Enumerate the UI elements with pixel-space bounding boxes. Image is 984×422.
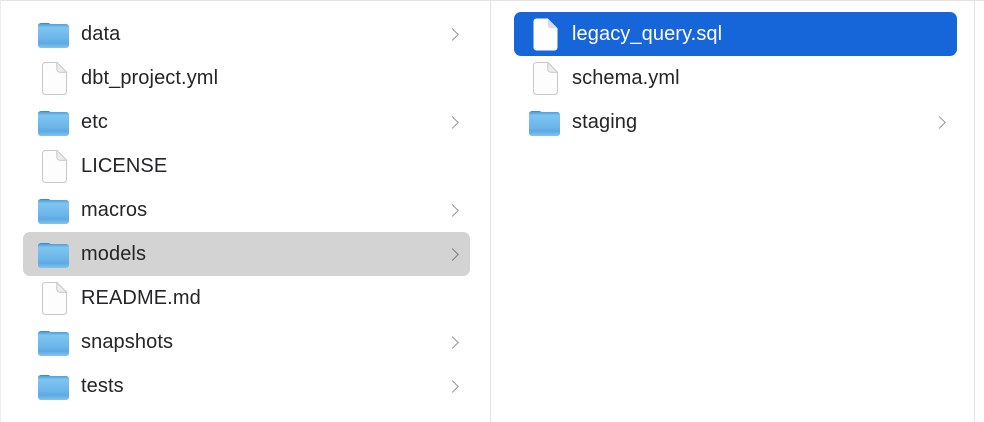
folder-icon xyxy=(38,22,69,48)
item-label: etc xyxy=(81,110,108,133)
file-icon xyxy=(41,281,68,315)
chevron-right-icon xyxy=(446,203,459,217)
item-label: README.md xyxy=(81,286,201,309)
item-label: models xyxy=(81,242,147,265)
column-divider-right xyxy=(974,1,975,422)
row-tests[interactable]: tests xyxy=(23,364,470,408)
folder-icon xyxy=(38,110,69,136)
chevron-right-icon xyxy=(446,379,459,393)
file-icon xyxy=(41,61,68,95)
row-dbt-project-yml[interactable]: dbt_project.yml xyxy=(23,56,470,100)
chevron-right-icon xyxy=(446,335,459,349)
row-readme-md[interactable]: README.md xyxy=(23,276,470,320)
folder-icon xyxy=(529,110,560,136)
file-icon xyxy=(532,61,559,95)
item-label: schema.yml xyxy=(572,66,680,89)
row-macros[interactable]: macros xyxy=(23,188,470,232)
row-schema-yml[interactable]: schema.yml xyxy=(514,56,957,100)
item-label: LICENSE xyxy=(81,154,168,177)
finder-column-child: legacy_query.sql xyxy=(491,1,974,422)
item-label: tests xyxy=(81,374,124,397)
item-label: macros xyxy=(81,198,148,221)
item-label: data xyxy=(81,22,121,45)
chevron-right-icon xyxy=(933,115,946,129)
row-staging[interactable]: staging xyxy=(514,100,957,144)
item-label: staging xyxy=(572,110,638,133)
folder-icon xyxy=(38,242,69,268)
folder-icon xyxy=(38,198,69,224)
item-label: legacy_query.sql xyxy=(572,22,723,45)
item-label: snapshots xyxy=(81,330,174,353)
folder-icon xyxy=(38,374,69,400)
chevron-right-icon xyxy=(446,247,459,261)
row-legacy-query-sql[interactable]: legacy_query.sql xyxy=(514,12,957,56)
file-icon xyxy=(41,149,68,183)
row-data[interactable]: data xyxy=(23,12,470,56)
column-divider xyxy=(490,1,491,422)
chevron-right-icon xyxy=(446,27,459,41)
empty-column-edge xyxy=(975,1,984,422)
row-snapshots[interactable]: snapshots xyxy=(23,320,470,364)
file-icon xyxy=(533,18,557,50)
row-license[interactable]: LICENSE xyxy=(23,144,470,188)
folder-icon xyxy=(38,330,69,356)
finder-column-parent: data dbt_ xyxy=(1,1,490,422)
chevron-right-icon xyxy=(446,115,459,129)
item-label: dbt_project.yml xyxy=(81,66,219,89)
row-etc[interactable]: etc xyxy=(23,100,470,144)
row-models[interactable]: models xyxy=(23,232,470,276)
